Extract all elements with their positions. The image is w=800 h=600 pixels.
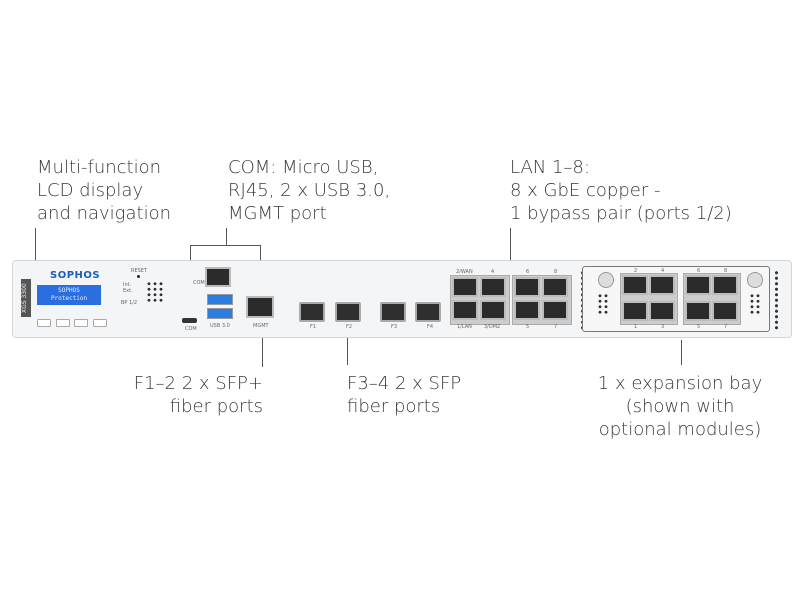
- port-label: 3/DMZ: [484, 324, 501, 330]
- bay-port[interactable]: [649, 301, 675, 321]
- rj45-com-port[interactable]: [205, 267, 231, 287]
- lcd-nav-button[interactable]: [37, 319, 51, 327]
- port-label: 1: [634, 324, 638, 330]
- led-label: BP 1/2: [121, 300, 138, 306]
- callout-line: (shown with: [625, 396, 735, 417]
- vent-dots: [774, 270, 779, 330]
- callout-lan: LAN 1–8:8 x GbE copper -1 bypass pair (p…: [510, 156, 732, 225]
- thumbscrew-icon[interactable]: [747, 272, 763, 288]
- port-label: 4: [661, 268, 665, 274]
- com-rj-label: COM: [193, 280, 205, 286]
- f4-label: F4: [427, 324, 434, 330]
- vent-dots: [597, 293, 609, 315]
- bay-port[interactable]: [649, 275, 675, 295]
- lan-port-2[interactable]: [452, 277, 478, 297]
- mgmt-label: MGMT: [253, 323, 269, 329]
- lan-port-7[interactable]: [542, 300, 568, 320]
- bay-port[interactable]: [712, 275, 738, 295]
- callout-line: LAN 1–8:: [510, 157, 590, 178]
- lcd-line: Protection: [50, 295, 88, 302]
- callout-line: fiber ports: [347, 396, 441, 417]
- sfp-port-f1[interactable]: [299, 302, 325, 322]
- bay-port[interactable]: [685, 301, 711, 321]
- leader-line: [35, 228, 36, 264]
- sfp-port-f4[interactable]: [415, 302, 441, 322]
- port-label: 7: [554, 324, 558, 330]
- micro-usb-com-port[interactable]: [182, 318, 197, 323]
- usb-label: USB 3.0: [210, 323, 230, 329]
- port-label: 7: [724, 324, 728, 330]
- port-label: 6: [526, 269, 530, 275]
- led-label: Ext.: [123, 288, 133, 294]
- com-label: COM: [185, 326, 197, 332]
- port-label: 4: [491, 269, 495, 275]
- bay-port[interactable]: [622, 275, 648, 295]
- f1-label: F1: [310, 324, 317, 330]
- callout-line: fiber ports: [169, 396, 263, 417]
- callout-line: 1 bypass pair (ports 1/2): [510, 203, 732, 224]
- callout-line: 8 x GbE copper -: [510, 180, 661, 201]
- vent-dots: [749, 293, 761, 315]
- callout-line: LCD display: [37, 180, 144, 201]
- port-label: 2/WAN: [456, 269, 473, 275]
- leader-line: [226, 228, 227, 245]
- lcd-up-button[interactable]: [74, 319, 88, 327]
- f3-label: F3: [391, 324, 398, 330]
- reset-button[interactable]: [137, 275, 140, 278]
- thumbscrew-icon[interactable]: [598, 272, 614, 288]
- port-label: 8: [724, 268, 728, 274]
- leader-line: [510, 228, 511, 266]
- port-label: 5: [697, 324, 701, 330]
- usb-port-1[interactable]: [207, 294, 233, 305]
- model-label: XGS 3300: [21, 279, 31, 317]
- usb-port-2[interactable]: [207, 308, 233, 319]
- callout-line: optional modules): [598, 419, 762, 440]
- port-label: 6: [697, 268, 701, 274]
- lcd-nav-button[interactable]: [56, 319, 70, 327]
- callout-line: 1 x expansion bay: [597, 373, 763, 394]
- lan-port-4[interactable]: [480, 277, 506, 297]
- sophos-logo: SOPHOS: [50, 270, 101, 281]
- bay-port[interactable]: [712, 301, 738, 321]
- lcd-line: SOPHOS: [58, 287, 80, 294]
- port-label: 5: [526, 324, 530, 330]
- callout-line: COM: Micro USB,: [228, 157, 379, 178]
- reset-label: RESET: [131, 268, 148, 274]
- sfp-port-f2[interactable]: [335, 302, 361, 322]
- callout-f12: F1–2 2 x SFP+fiber ports: [100, 372, 263, 418]
- lan-port-6[interactable]: [514, 277, 540, 297]
- callout-line: and navigation: [37, 203, 171, 224]
- lan-port-8[interactable]: [542, 277, 568, 297]
- bay-port[interactable]: [622, 301, 648, 321]
- lcd-down-button[interactable]: [93, 319, 107, 327]
- lan-port-3[interactable]: [480, 300, 506, 320]
- led-label: Int.: [123, 282, 132, 288]
- callout-com: COM: Micro USB,RJ45, 2 x USB 3.0,MGMT po…: [228, 156, 390, 225]
- callout-line: F3–4 2 x SFP: [347, 373, 462, 394]
- port-label: 3: [661, 324, 665, 330]
- f2-label: F2: [346, 324, 353, 330]
- port-label: 2: [634, 268, 638, 274]
- leader-line: [262, 335, 263, 367]
- callout-line: F1–2 2 x SFP+: [133, 373, 263, 394]
- lan-port-5[interactable]: [514, 300, 540, 320]
- callout-line: MGMT port: [228, 203, 327, 224]
- leader-line: [347, 335, 348, 365]
- mgmt-port[interactable]: [246, 296, 274, 318]
- callout-line: Multi-function: [37, 157, 162, 178]
- port-label: 1/LAN: [457, 324, 472, 330]
- leader-line: [681, 340, 682, 365]
- bay-port[interactable]: [685, 275, 711, 295]
- lan-port-1[interactable]: [452, 300, 478, 320]
- callout-line: RJ45, 2 x USB 3.0,: [228, 180, 391, 201]
- port-label: 8: [554, 269, 558, 275]
- leader-line: [190, 245, 261, 246]
- vent-dots: [146, 281, 164, 303]
- sfp-port-f3[interactable]: [380, 302, 406, 322]
